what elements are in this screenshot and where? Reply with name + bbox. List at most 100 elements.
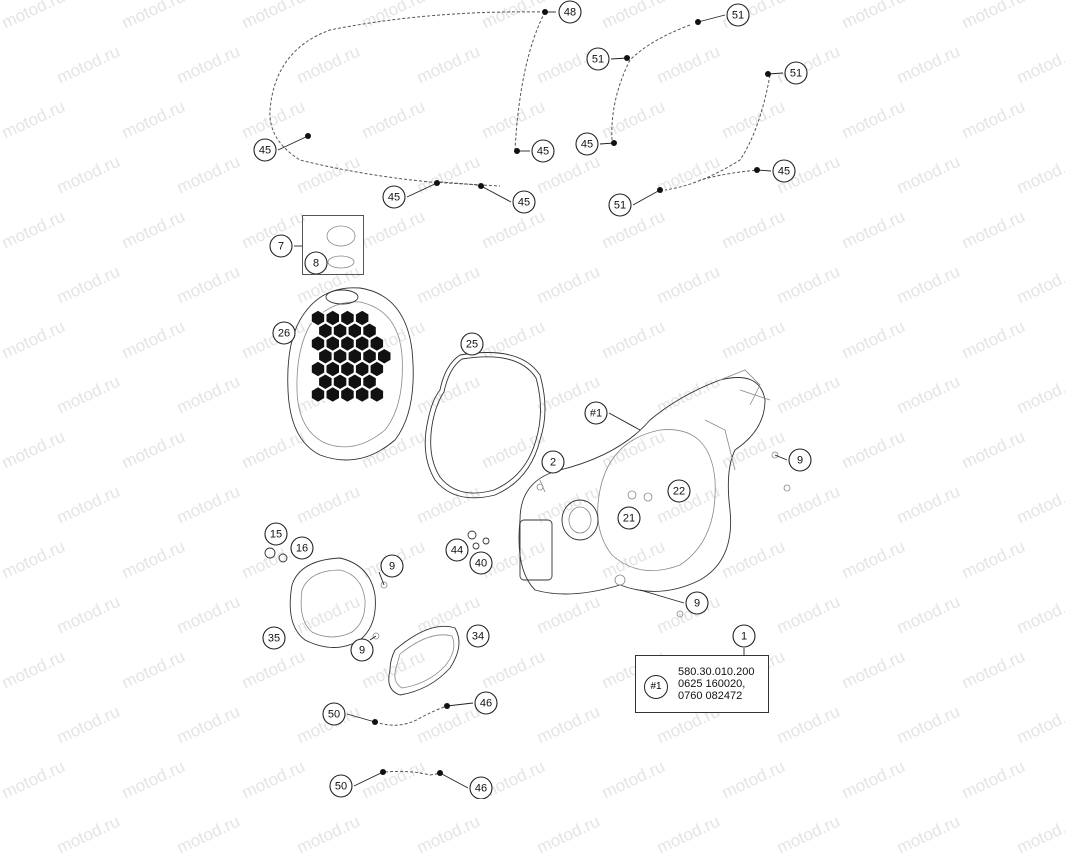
water-pump-cover (264, 547, 388, 648)
callout-9: 9 (685, 591, 709, 615)
callout-circle (586, 47, 610, 71)
callout-circle (253, 138, 277, 162)
vent-hexagon (362, 347, 377, 365)
leader-dot (765, 71, 771, 77)
vent-hexagon (325, 360, 341, 378)
callout-circle (558, 0, 582, 24)
callout-label: 40 (475, 558, 487, 570)
vent-hexagon (340, 385, 355, 404)
callout-circle (474, 691, 498, 715)
callout-label: 48 (564, 7, 576, 19)
callout-label: 15 (270, 529, 282, 541)
vent-hexagon (347, 373, 363, 391)
callout-circle (732, 624, 756, 648)
callout-45: 45 (531, 139, 555, 163)
callout-circle (290, 536, 314, 560)
vent-hexagon (354, 334, 370, 353)
callout-21: 21 (617, 506, 641, 530)
vent-hexagon (354, 309, 370, 327)
vent-hexagon (354, 385, 370, 404)
callout-15: 15 (264, 522, 288, 546)
ignition-cover (287, 287, 414, 461)
vent-hexagon (340, 334, 355, 353)
callout-label: 45 (537, 146, 549, 158)
vent-hexagon (325, 309, 341, 327)
callout-46: 46 (469, 776, 493, 799)
callout-25: 25 (460, 332, 484, 356)
vent-hexagon (354, 360, 370, 378)
leader-line (608, 412, 641, 431)
callout-circle (380, 554, 404, 578)
callout-circle (685, 591, 709, 615)
vent-hexagon (310, 360, 326, 378)
callout-2: 2 (541, 450, 565, 474)
callout-48: 48 (558, 0, 582, 24)
callout-1: 1 (732, 624, 756, 648)
leader-dot (372, 719, 378, 725)
callout-circle (575, 132, 599, 156)
callout-7: 7 (269, 234, 293, 258)
leader-line (446, 702, 474, 707)
callout-circle (269, 234, 293, 258)
callout-51: 51 (784, 61, 808, 85)
callout-45: 45 (382, 185, 406, 209)
vent-hexagon (369, 385, 385, 404)
callout-label: 22 (673, 486, 685, 498)
leader-dot (624, 55, 630, 61)
leader-dot (695, 19, 701, 25)
callout-9: 9 (380, 554, 404, 578)
callout-51: 51 (726, 3, 750, 27)
callout-circle (466, 624, 490, 648)
vent-hexagon (340, 309, 355, 327)
vent-hexagon (317, 373, 333, 391)
leader-dot (380, 769, 386, 775)
part-number-box: #1 580.30.010.200 0625 160020, 0760 0824… (635, 655, 769, 713)
vent-hexagon (362, 373, 377, 391)
callout-circle (788, 448, 812, 472)
watermark-text: motod.ru (173, 811, 243, 858)
callout-circle (772, 159, 796, 183)
callout-label: 45 (259, 145, 271, 157)
leader-dot (434, 180, 440, 186)
callout-45: 45 (253, 138, 277, 162)
leader-line (369, 635, 377, 641)
vent-hexagon (369, 360, 385, 378)
callout-circle (469, 776, 493, 799)
vent-hexagon (347, 322, 363, 340)
watermark-text: motod.ru (773, 811, 843, 858)
callout-circle (322, 702, 346, 726)
callout-circle (617, 506, 641, 530)
leader-line (353, 771, 384, 787)
callout-label: 51 (614, 200, 626, 212)
leader-line (480, 185, 512, 203)
callout-label: 25 (466, 339, 478, 351)
callout-circle (726, 3, 750, 27)
callout-circle (445, 538, 469, 562)
vent-hexagon (332, 347, 348, 365)
vent-hexagon (332, 373, 348, 391)
leader-line (406, 182, 438, 198)
callout-46: 46 (474, 691, 498, 715)
vent-hexagon (310, 385, 326, 404)
vent-hexagon (340, 360, 355, 378)
vent-hexagon (317, 347, 333, 365)
watermark-text: motod.ru (293, 811, 363, 858)
callout-circle (460, 332, 484, 356)
callout-label: 9 (797, 455, 803, 467)
callout-22: 22 (667, 479, 691, 503)
callout-circle (329, 774, 353, 798)
watermark-text: motod.ru (533, 811, 603, 858)
callout-circle (512, 190, 536, 214)
leader-dot (611, 140, 617, 146)
vent-hexagon (332, 322, 348, 340)
callout-circle (784, 61, 808, 85)
water-pump-cover-gasket (388, 625, 460, 696)
leader-dot (305, 133, 311, 139)
callout-label: 51 (592, 54, 604, 66)
callout-label: 51 (732, 10, 744, 22)
leader-line (774, 454, 788, 461)
callout-circle (262, 626, 286, 650)
leader-line (439, 772, 469, 789)
callout-label: 51 (790, 68, 802, 80)
callout-label: 9 (694, 598, 700, 610)
